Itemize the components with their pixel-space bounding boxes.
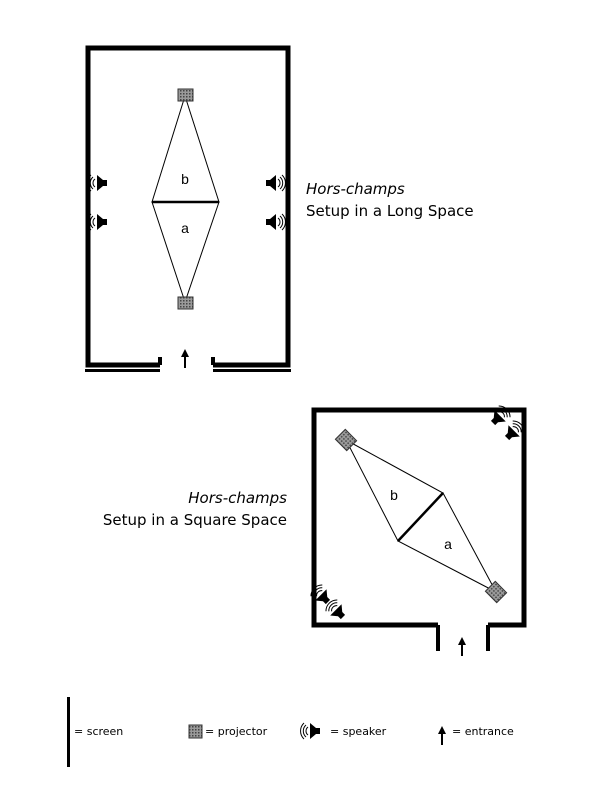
long-space-label-b: b [181,171,189,187]
long-space-walls [85,45,291,368]
legend-projector-label: = projector [205,725,268,738]
square-space-subtitle: Setup in a Square Space [102,511,287,529]
speaker-icon [486,403,513,430]
legend-icons [67,697,447,767]
long-space-subtitle: Setup in a Long Space [306,202,474,220]
entrance-arrow-icon [180,348,190,369]
legend-screen-label: = screen [74,725,124,738]
long-space-threshold [85,369,160,372]
legend-speaker-label: = speaker [330,725,387,738]
long-space-threshold [213,369,291,372]
entrance-arrow-icon [457,636,467,657]
projector-icon [177,88,194,102]
long-space-label-a: a [181,220,189,236]
long-space-caption: Hors-champs Setup in a Long Space [306,178,474,222]
speaker-icon [265,174,286,192]
legend-entrance-label: = entrance [452,725,514,738]
square-space-screen [397,492,444,542]
square-space-caption: Hors-champs Setup in a Square Space [27,487,287,531]
projector-icon [484,580,508,604]
projector-icon [177,296,194,310]
projector-icon [334,428,358,452]
square-space-walls [311,407,527,628]
square-space-title: Hors-champs [188,489,287,507]
entrance-arrow-icon [437,725,447,746]
projector-icon [188,724,203,739]
long-space-title: Hors-champs [306,180,405,198]
square-space-plan: b a [308,403,527,657]
speaker-icon [265,213,286,231]
speaker-icon [300,722,321,740]
long-space-plan: b a [85,45,291,372]
long-space-projection-a [151,201,220,304]
square-space-label-a: a [444,536,452,552]
square-space-label-b: b [390,487,398,503]
screen-icon [67,697,70,767]
